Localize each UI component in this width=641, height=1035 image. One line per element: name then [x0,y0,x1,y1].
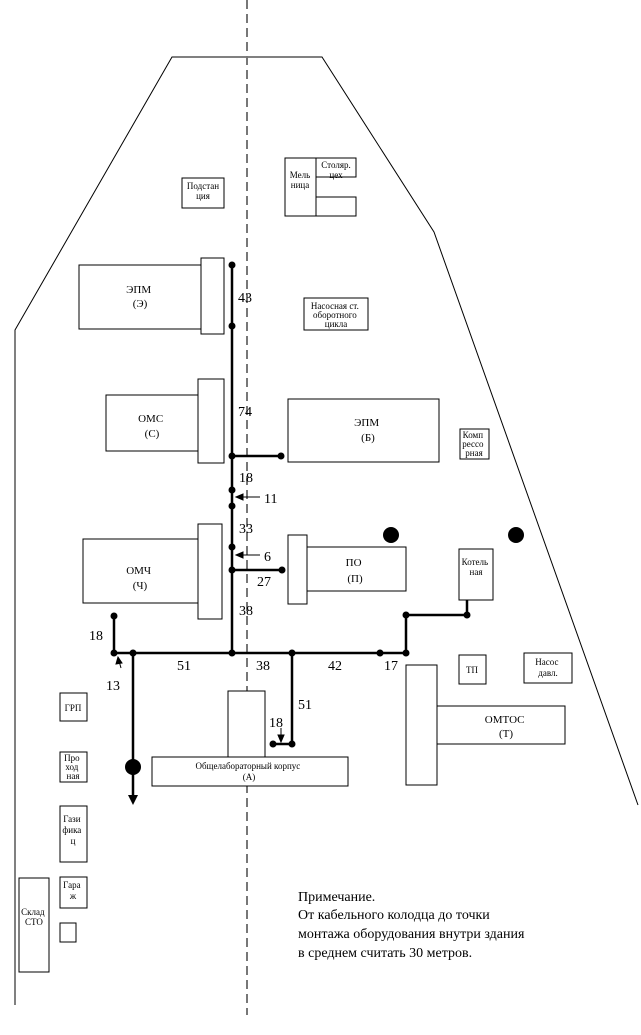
note-title: Примечание. [298,890,375,905]
label-omtos: ОМТОС (Т) [485,714,527,740]
building-kompressornaya [459,428,490,460]
label-epm-e: ЭПМ (Э) [126,284,154,310]
dist-74: 74 [238,405,252,420]
label-po: ПО (П) [346,557,365,585]
note-line-3: в среднем считать 30 метров. [298,946,472,961]
label-grp: ГРП [65,703,82,713]
building-obshchelab-tower [227,690,266,758]
building-stolyar [315,157,357,178]
label-kompressornaya: Комп рессо рная [462,430,485,458]
building-gazifikac [59,805,88,863]
label-omch: ОМЧ (Ч) [126,565,154,592]
pointer-arrows [115,493,285,744]
label-kotelnaya: Котель ная [462,557,491,577]
label-prohodnaya: Про ход ная [64,753,82,781]
junction-dots [110,261,524,775]
building-po [306,546,407,592]
dist-33: 33 [239,522,253,537]
building-epm-e-wing [200,257,225,335]
building-nasosnaya [303,297,369,331]
label-oms: ОМС (С) [138,413,166,440]
building-tp [458,654,487,685]
dist-18c: 18 [269,716,283,731]
building-prohodnaya [59,751,88,783]
label-nasosnaya: Насосная ст. оборотного цикла [311,301,361,329]
building-omch [82,538,199,604]
building-stolyar-annex [315,196,357,217]
dist-42: 42 [328,659,342,674]
building-nasos-davl [523,652,573,684]
building-melnica [284,157,317,217]
building-grp [59,692,88,722]
dist-17: 17 [384,659,398,674]
dist-43: 43 [238,291,252,306]
dist-13: 13 [106,679,120,694]
arrow-down [128,795,138,805]
dist-38a: 38 [239,604,253,619]
building-oms-wing [197,378,225,464]
building-sklad [18,877,50,973]
building-epm-b [287,398,440,463]
label-garazh: Гара ж [63,880,83,901]
dist-6: 6 [264,550,271,565]
label-epm-b: ЭПМ (Б) [354,417,382,444]
building-epm-e [78,264,202,330]
building-podstancia [181,177,225,209]
note-line-1: От кабельного колодца до точки [298,908,490,923]
building-kotelnaya [458,548,494,601]
label-gazifikac: Гази фика ц [62,814,83,846]
dist-11: 11 [264,492,277,507]
building-garazh [59,876,88,909]
label-stolyar: Столяр.цех [321,160,350,180]
building-omtos [436,705,566,745]
building-omtos-wing [405,664,438,786]
building-obshchelab [151,756,349,787]
dist-38b: 38 [256,659,270,674]
label-obshchelab: Общелабораторный корпус (А) [195,761,302,782]
building-small [59,922,77,943]
note-line-2: монтажа оборудования внутри здания [298,927,525,942]
dist-18b: 18 [89,629,103,644]
dist-51b: 51 [298,698,312,713]
building-po-wing [287,534,308,605]
dist-51a: 51 [177,659,191,674]
label-nasos-davl: Насос давл. [535,657,560,678]
dist-27: 27 [257,575,271,590]
building-omch-wing [197,523,223,620]
label-sklad: Склад СТО [21,907,47,927]
building-oms [105,394,199,452]
dist-18a: 18 [239,471,253,486]
label-tp: ТП [466,665,478,675]
